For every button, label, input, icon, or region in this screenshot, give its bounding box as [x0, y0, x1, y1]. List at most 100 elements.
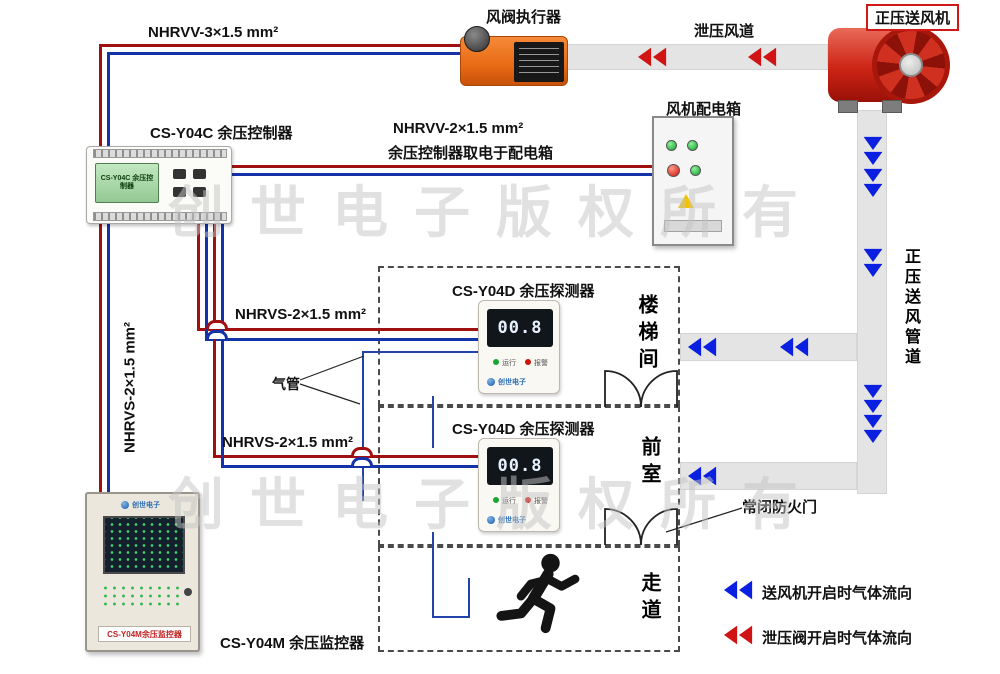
brand-text: 创世电子 — [498, 379, 526, 386]
air-tube — [468, 578, 470, 618]
cable-note-power: 余压控制器取电于配电箱 — [388, 145, 554, 162]
brand-mark: 创世电子 — [487, 515, 526, 525]
monitor-panel-label: CS-Y04M余压监控器 — [98, 626, 191, 642]
run-led-label: 运行 — [502, 498, 516, 505]
cable-label-nhrvs-monitor: NHRVS-2×1.5 mm² — [121, 321, 139, 454]
brand-logo-icon — [487, 516, 495, 524]
alarm-led-red — [525, 359, 531, 365]
wire-red-monitor-riser — [99, 44, 102, 494]
terminal-strip — [93, 212, 227, 221]
controller-button — [193, 187, 206, 197]
wire-blue-detector1 — [205, 338, 480, 341]
cable-label-nhrvv3: NHRVV-3×1.5 mm² — [148, 24, 279, 41]
controller-button — [173, 187, 186, 197]
wire-hop — [351, 457, 373, 466]
start-button-green — [690, 165, 701, 176]
supply-duct-label: 正压送风管道 — [902, 248, 919, 368]
pressure-controller: CS-Y04C 余压控制器 — [86, 146, 232, 224]
wire-hop — [206, 330, 228, 339]
supply-flow-arrow-icon — [863, 413, 883, 443]
warning-sticker-icon — [678, 194, 694, 208]
legend-red-text: 泄压阀开启时气体流向 — [762, 630, 913, 647]
wire-blue-actuator — [107, 52, 464, 55]
room-label-corridor: 走道 — [638, 572, 660, 626]
relief-duct-label: 泄压风道 — [694, 23, 755, 40]
wire-hop — [206, 320, 228, 329]
wire-red-detector1 — [197, 224, 200, 331]
controller-button — [193, 169, 206, 179]
monitor-led-grid — [101, 584, 179, 608]
brand-mark: 创世电子 — [487, 377, 526, 387]
controller-button — [173, 169, 186, 179]
run-led-green — [493, 359, 499, 365]
supply-flow-arrow-icon — [863, 247, 883, 277]
wire-blue-monitor-riser — [107, 52, 110, 494]
document-slot — [664, 220, 722, 232]
legend-blue-text: 送风机开启时气体流向 — [762, 585, 913, 602]
air-tube — [432, 616, 470, 618]
wire-red-detector1 — [197, 328, 480, 331]
air-tube-pointer-lines — [299, 355, 365, 405]
indicator-light-green — [687, 140, 698, 151]
monitor-label: CS-Y04M 余压监控器 — [220, 635, 365, 652]
pressurization-fan — [820, 14, 950, 116]
relief-flow-arrow-icon — [748, 47, 778, 67]
relief-duct — [566, 44, 828, 70]
indicator-light-green — [666, 140, 677, 151]
alarm-led-label: 报警 — [534, 360, 548, 367]
cable-label-nhrvs-det2: NHRVS-2×1.5 mm² — [222, 434, 354, 451]
cable-label-nhrvv2: NHRVV-2×1.5 mm² — [393, 120, 524, 137]
brand-text: 创世电子 — [498, 517, 526, 524]
relief-flow-arrow-icon — [638, 47, 668, 67]
room-box-corridor — [378, 546, 680, 652]
wire-red-detector2 — [213, 455, 480, 458]
pressure-detector-2: 00.8 运行 报警 创世电子 — [478, 438, 560, 532]
fire-door-label: 常闭防火门 — [742, 499, 818, 516]
fan-distribution-box — [652, 116, 734, 246]
brand-logo-icon — [487, 378, 495, 386]
running-person-icon — [496, 553, 580, 634]
supply-flow-arrow-icon — [863, 383, 883, 413]
air-tube-label: 气管 — [272, 376, 300, 392]
monitor-screen — [103, 516, 185, 574]
actuator-shaft-knob — [464, 26, 490, 52]
fan-hub — [899, 53, 923, 77]
brand-text: 创世电子 — [132, 502, 160, 509]
fan-foot — [882, 100, 902, 113]
keyhole-icon — [184, 588, 192, 596]
detector-display: 00.8 — [487, 309, 553, 347]
damper-actuator — [460, 26, 570, 90]
room-box-stairwell — [378, 266, 680, 406]
pressure-monitor-cabinet: 创世电子 CS-Y04M余压监控器 — [85, 492, 200, 652]
nameplate-text-lines — [519, 48, 559, 76]
air-tube — [432, 396, 434, 448]
fan-foot — [838, 100, 858, 113]
air-tube — [362, 351, 364, 501]
brand-logo-icon — [121, 501, 129, 509]
actuator-label: 风阀执行器 — [486, 9, 562, 26]
legend-red-arrow-icon — [724, 625, 754, 645]
terminal-strip — [93, 149, 227, 158]
room-label-anteroom: 前室 — [638, 436, 660, 490]
air-tube — [362, 351, 478, 353]
cable-label-nhrvs-det1: NHRVS-2×1.5 mm² — [235, 306, 367, 323]
supply-flow-arrow-icon — [863, 167, 883, 197]
wire-blue-detector2 — [221, 465, 480, 468]
alarm-led-label: 报警 — [534, 498, 548, 505]
supply-flow-arrow-icon — [780, 337, 810, 357]
wire-blue-detector1 — [205, 224, 208, 341]
brand-mark: 创世电子 — [121, 500, 160, 510]
wire-blue-detector2 — [221, 224, 224, 468]
detector-display: 00.8 — [487, 447, 553, 485]
alarm-led-red — [525, 497, 531, 503]
fire-door-icon — [604, 370, 678, 408]
wire-red-actuator — [99, 44, 464, 47]
detector1-title: CS-Y04D 余压探测器 — [452, 283, 595, 300]
room-label-stairwell: 楼梯间 — [635, 294, 657, 375]
run-led-label: 运行 — [502, 360, 516, 367]
fan-label: 正压送风机 — [866, 4, 960, 31]
room-box-anteroom — [378, 406, 680, 546]
detector2-title: CS-Y04D 余压探测器 — [452, 421, 595, 438]
supply-flow-arrow-icon — [688, 337, 718, 357]
